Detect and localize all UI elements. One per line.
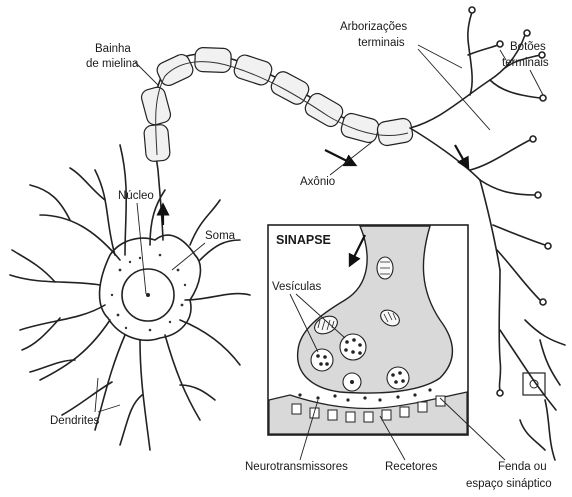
terminal-arborizations-label: Arborizações terminais — [340, 21, 410, 49]
axon-label: Axônio — [300, 176, 335, 188]
axon — [140, 47, 490, 240]
synaptic-cleft-label: Fenda ou espaço sináptico — [466, 461, 552, 490]
synapse-inset: SINAPSE Vesículas — [268, 225, 468, 435]
myelin-sheath-label: Bainha de mielina — [86, 43, 139, 70]
signal-arrow-terminal — [455, 145, 468, 168]
signal-arrow-axon — [325, 150, 355, 165]
neurotransmitters-label: Neurotransmissores — [245, 461, 348, 473]
myelin-sheath — [140, 47, 414, 162]
nucleus-label: Núcleo — [118, 190, 154, 202]
soma-label: Soma — [205, 230, 236, 242]
dendrites-label: Dendrites — [50, 415, 99, 427]
receptors-label: Recetores — [385, 461, 438, 473]
synapse-title: SINAPSE — [276, 233, 331, 247]
vesicles-label: Vesículas — [272, 281, 321, 293]
nucleolus — [146, 293, 150, 297]
